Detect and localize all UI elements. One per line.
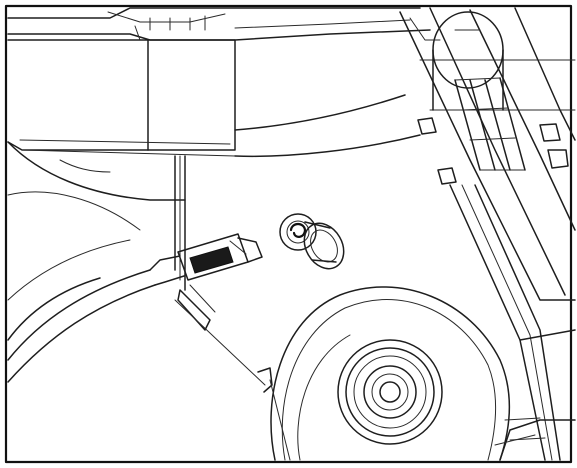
adjustment-knob [279, 213, 345, 270]
arm-rails [454, 77, 526, 171]
usb-cable [7, 255, 185, 383]
housing-left-contour [7, 141, 186, 291]
image-frame [4, 4, 573, 464]
guide-line [174, 299, 266, 386]
arm-side-tabs [409, 17, 569, 185]
arm-top-cap [432, 11, 504, 111]
diagonal-strap [449, 184, 576, 461]
usb-plug [177, 233, 263, 281]
curved-plate [7, 94, 421, 231]
housing-lower-left [7, 239, 131, 341]
connector-housing-block [7, 39, 236, 157]
top-housing [7, 7, 431, 41]
roller-wheel [269, 286, 511, 461]
right-frame-arm [399, 7, 576, 301]
lower-right-base [494, 419, 576, 461]
guide-hook [257, 367, 273, 393]
cable-clip [177, 284, 216, 331]
